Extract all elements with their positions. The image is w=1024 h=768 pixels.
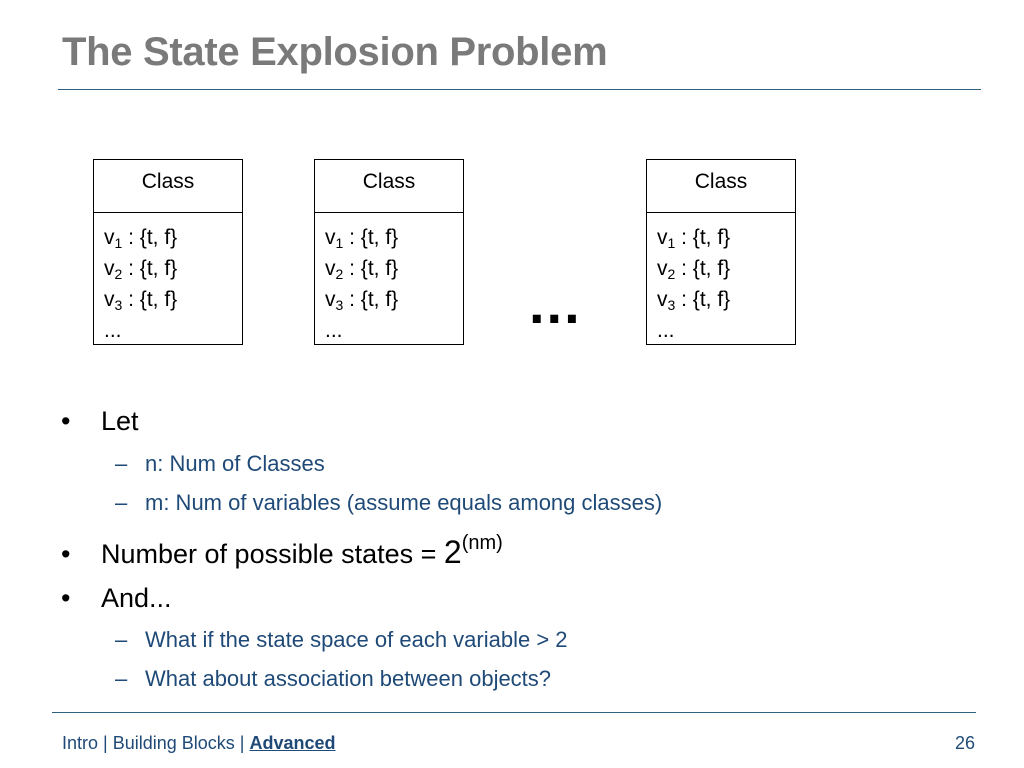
attribute-name: v: [104, 288, 115, 311]
class-box-1: Class v1 : {t, f} v2 : {t, f} v3 : {t, f…: [93, 159, 243, 345]
attribute-name: ...: [104, 319, 122, 342]
footer-nav-building-blocks[interactable]: Building Blocks: [112, 733, 235, 753]
attribute-name: v: [657, 257, 668, 280]
more-classes-ellipsis: ...: [529, 272, 582, 335]
attribute-subscript: 3: [667, 297, 676, 313]
bullet-text: Let: [101, 406, 139, 436]
bullet-marker: •: [61, 583, 71, 613]
attribute-subscript: 2: [667, 266, 676, 282]
attribute-subscript: 1: [667, 235, 676, 251]
attribute-row: v1 : {t, f}: [104, 222, 242, 253]
footer-breadcrumb: Intro | Building Blocks | Advanced: [62, 733, 336, 754]
sub-bullet-text: What about association between objects?: [145, 666, 552, 691]
sub-bullet-m: –m: Num of variables (assume equals amon…: [115, 490, 662, 516]
bullet-marker: •: [61, 406, 71, 436]
footer-separator: |: [234, 733, 250, 753]
class-box-attributes: v1 : {t, f} v2 : {t, f} v3 : {t, f} ...: [94, 213, 242, 346]
attribute-row: ...: [657, 315, 795, 346]
attribute-name: v: [657, 226, 668, 249]
attribute-domain: : {t, f}: [675, 288, 731, 311]
attribute-subscript: 1: [114, 235, 123, 251]
footer-separator: |: [98, 733, 113, 753]
attribute-row: v2 : {t, f}: [104, 253, 242, 284]
attribute-domain: : {t, f}: [675, 226, 731, 249]
attribute-subscript: 2: [114, 266, 123, 282]
attribute-row: ...: [104, 315, 242, 346]
attribute-domain: : {t, f}: [675, 257, 731, 280]
footer-nav-intro[interactable]: Intro: [62, 733, 99, 753]
attribute-row: v1 : {t, f}: [325, 222, 463, 253]
attribute-name: v: [657, 288, 668, 311]
bullet-text: And...: [101, 583, 172, 613]
bullet-and: • And...: [61, 583, 172, 614]
attribute-row: v2 : {t, f}: [657, 253, 795, 284]
class-box-header: Class: [94, 160, 242, 213]
class-box-3: Class v1 : {t, f} v2 : {t, f} v3 : {t, f…: [646, 159, 796, 345]
footer-divider: [52, 712, 976, 713]
sub-bullet-marker: –: [115, 451, 128, 476]
sub-bullet-marker: –: [115, 627, 128, 652]
attribute-row: v3 : {t, f}: [104, 284, 242, 315]
attribute-row: v3 : {t, f}: [325, 284, 463, 315]
attribute-name: v: [104, 257, 115, 280]
footer-nav-advanced[interactable]: Advanced: [249, 733, 336, 753]
formula-base: 2: [443, 534, 462, 570]
sub-bullet-text: n: Num of Classes: [145, 451, 325, 476]
attribute-subscript: 3: [335, 297, 344, 313]
class-box-attributes: v1 : {t, f} v2 : {t, f} v3 : {t, f} ...: [647, 213, 795, 346]
attribute-domain: : {t, f}: [343, 257, 399, 280]
page-number: 26: [954, 733, 975, 753]
bullet-let: • Let: [61, 406, 139, 437]
sub-bullet-text: m: Num of variables (assume equals among…: [145, 490, 663, 515]
attribute-name: v: [104, 226, 115, 249]
formula-exponent: (nm): [461, 532, 503, 554]
attribute-name: v: [325, 257, 336, 280]
class-box-header: Class: [315, 160, 463, 213]
title-divider: [58, 89, 981, 90]
attribute-name: v: [325, 288, 336, 311]
attribute-name: ...: [657, 319, 675, 342]
bullet-possible-states: • Number of possible states = 2(nm): [61, 532, 503, 571]
slide-title: The State Explosion Problem: [62, 30, 608, 74]
attribute-row: v3 : {t, f}: [657, 284, 795, 315]
sub-bullet-text: What if the state space of each variable…: [145, 627, 568, 652]
bullet-text: Number of possible states =: [101, 539, 444, 569]
class-box-header: Class: [647, 160, 795, 213]
sub-bullet-association: –What about association between objects?: [115, 666, 551, 692]
bullet-marker: •: [61, 539, 71, 569]
sub-bullet-state-space: –What if the state space of each variabl…: [115, 627, 568, 653]
sub-bullet-marker: –: [115, 666, 128, 691]
class-box-attributes: v1 : {t, f} v2 : {t, f} v3 : {t, f} ...: [315, 213, 463, 346]
attribute-subscript: 1: [335, 235, 344, 251]
attribute-domain: : {t, f}: [343, 226, 399, 249]
sub-bullet-marker: –: [115, 490, 128, 515]
attribute-domain: : {t, f}: [122, 257, 178, 280]
attribute-name: v: [325, 226, 336, 249]
attribute-subscript: 2: [335, 266, 344, 282]
attribute-row: ...: [325, 315, 463, 346]
attribute-row: v1 : {t, f}: [657, 222, 795, 253]
attribute-domain: : {t, f}: [122, 226, 178, 249]
class-box-2: Class v1 : {t, f} v2 : {t, f} v3 : {t, f…: [314, 159, 464, 345]
attribute-subscript: 3: [114, 297, 123, 313]
attribute-domain: : {t, f}: [343, 288, 399, 311]
attribute-domain: : {t, f}: [122, 288, 178, 311]
attribute-row: v2 : {t, f}: [325, 253, 463, 284]
sub-bullet-n: –n: Num of Classes: [115, 451, 325, 477]
attribute-name: ...: [325, 319, 343, 342]
